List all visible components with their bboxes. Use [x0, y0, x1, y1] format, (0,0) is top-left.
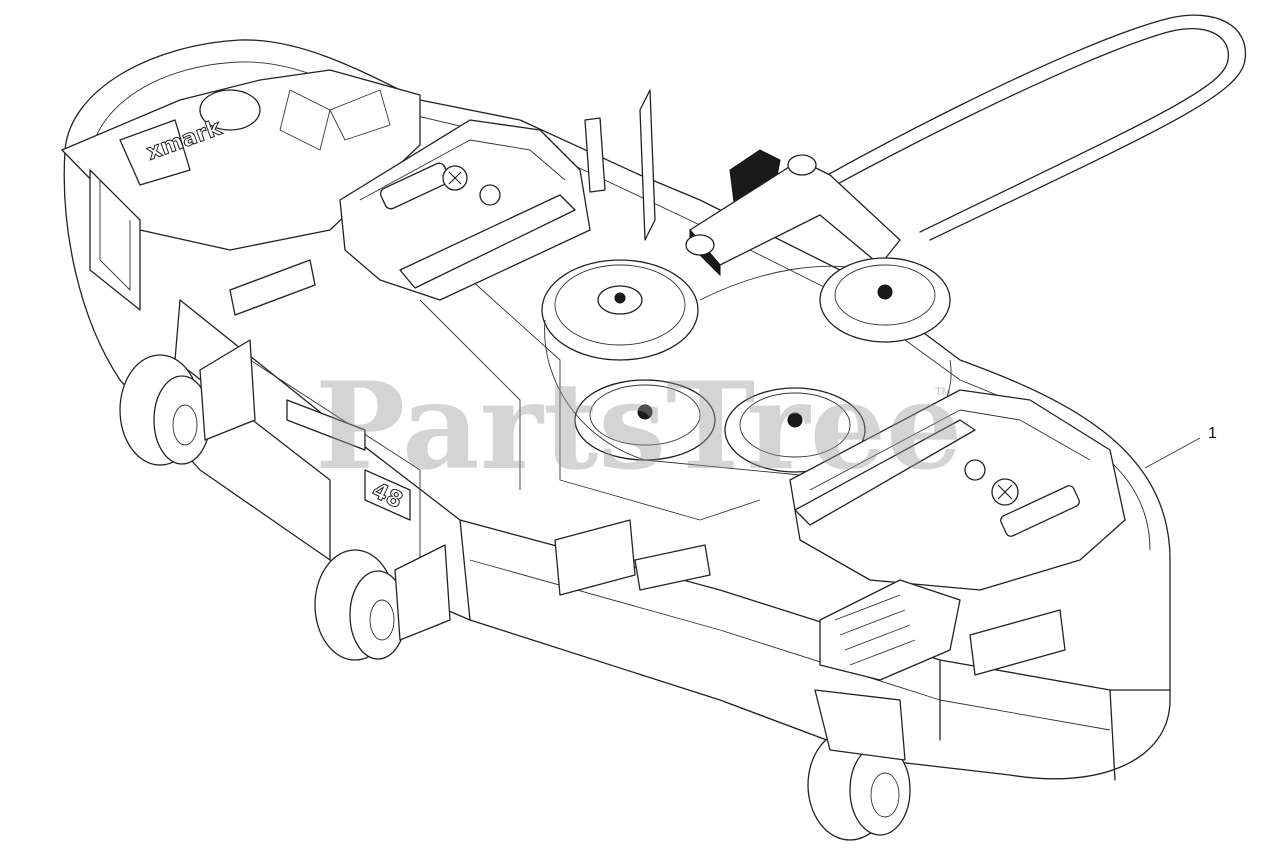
left-spindle-cover	[339, 119, 591, 301]
right-spindle-cover	[789, 389, 1126, 591]
left-housing: xmark	[61, 69, 421, 311]
mid-left-wheel	[314, 544, 451, 661]
idler-arm-assembly	[584, 89, 951, 343]
front-left-wheel	[119, 339, 256, 466]
rear-wheel	[807, 689, 911, 841]
watermark-text: PartsTree	[315, 356, 962, 497]
callout-1: 1	[1144, 425, 1217, 469]
callout-leader-line	[1144, 437, 1201, 469]
watermark: PartsTree TM	[315, 356, 962, 497]
callout-number: 1	[1208, 425, 1217, 442]
drive-belt	[689, 14, 1247, 263]
watermark-trademark: TM	[935, 386, 951, 398]
center-pulleys	[541, 259, 952, 476]
decals	[229, 259, 1066, 681]
